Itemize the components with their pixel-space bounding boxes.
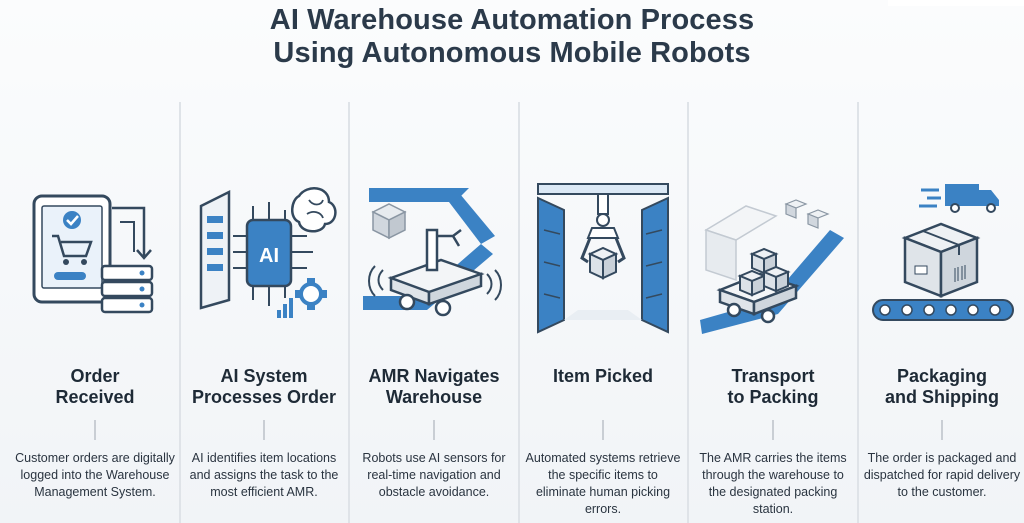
step-title-line-1: AI System	[220, 366, 308, 386]
step-description: The AMR carries the items through the wa…	[699, 451, 847, 516]
step-description: Robots use AI sensors for real-time navi…	[362, 451, 506, 499]
connector-tick	[94, 420, 96, 440]
step-title-line-1: Packaging	[896, 366, 988, 386]
step-title-line-2: and Shipping	[885, 387, 999, 407]
step-title: AI System Processes Order	[181, 366, 347, 408]
title-line-1: AI Warehouse Automation Process	[269, 4, 755, 36]
column-divider	[857, 102, 859, 523]
title-line-2: Using Autonomous Mobile Robots	[273, 37, 751, 69]
connector-tick	[772, 420, 774, 440]
step-title: Packaging and Shipping	[859, 366, 1024, 408]
connector-tick	[602, 420, 604, 440]
step-title: Transport to Packing	[690, 366, 856, 408]
step-description: The order is packaged and dispatched for…	[863, 451, 1021, 499]
step-ai-processes-order: AI AI System Processes Order AI identifi…	[181, 150, 347, 523]
delivery-truck-icon	[919, 184, 999, 213]
amr-carrying-boxes-icon	[700, 199, 844, 334]
robotic-gripper-icon	[537, 183, 669, 334]
step-title: Item Picked	[520, 366, 686, 387]
step-title-line-2: Received	[55, 387, 135, 407]
step-title: Order Received	[12, 366, 178, 408]
step-description: AI identifies item locations and assigns…	[189, 451, 339, 499]
step-title-line-1: Transport	[731, 366, 815, 386]
connector-tick	[433, 420, 435, 440]
column-divider	[518, 102, 520, 523]
package-conveyor-truck-icon	[872, 184, 1014, 321]
page-title: AI Warehouse Automation Process Using Au…	[0, 4, 1024, 70]
step-transport-to-packing: Transport to Packing The AMR carries the…	[690, 150, 856, 523]
step-title-line-2: to Packing	[727, 387, 819, 407]
connector-tick	[941, 420, 943, 440]
column-divider	[348, 102, 350, 523]
step-order-received: Order Received Customer orders are digit…	[12, 150, 178, 523]
connector-tick	[263, 420, 265, 440]
tablet-cart-server-icon	[32, 194, 154, 314]
step-item-picked: Item Picked Automated systems retrieve t…	[520, 150, 686, 523]
amr-robot-path-icon	[363, 188, 502, 317]
step-description: Automated systems retrieve the specific …	[525, 451, 681, 516]
step-amr-navigates: AMR Navigates Warehouse Robots use AI se…	[351, 150, 517, 523]
ai-chip-label: AI	[259, 245, 279, 267]
step-title-line-2: Processes Order	[191, 387, 337, 407]
column-divider	[179, 102, 181, 523]
ai-chip-brain-icon: AI	[199, 187, 337, 318]
column-divider	[687, 102, 689, 523]
step-title-line-2: Warehouse	[385, 387, 483, 407]
step-packaging-and-shipping: Packaging and Shipping The order is pack…	[859, 150, 1024, 523]
step-title-line-1: Order	[70, 366, 120, 386]
corner-patch	[888, 0, 1024, 6]
step-title-line-1: AMR Navigates	[368, 366, 500, 386]
step-title: AMR Navigates Warehouse	[351, 366, 517, 408]
step-title-line-1: Item Picked	[552, 366, 654, 386]
step-description: Customer orders are digitally logged int…	[15, 451, 175, 499]
